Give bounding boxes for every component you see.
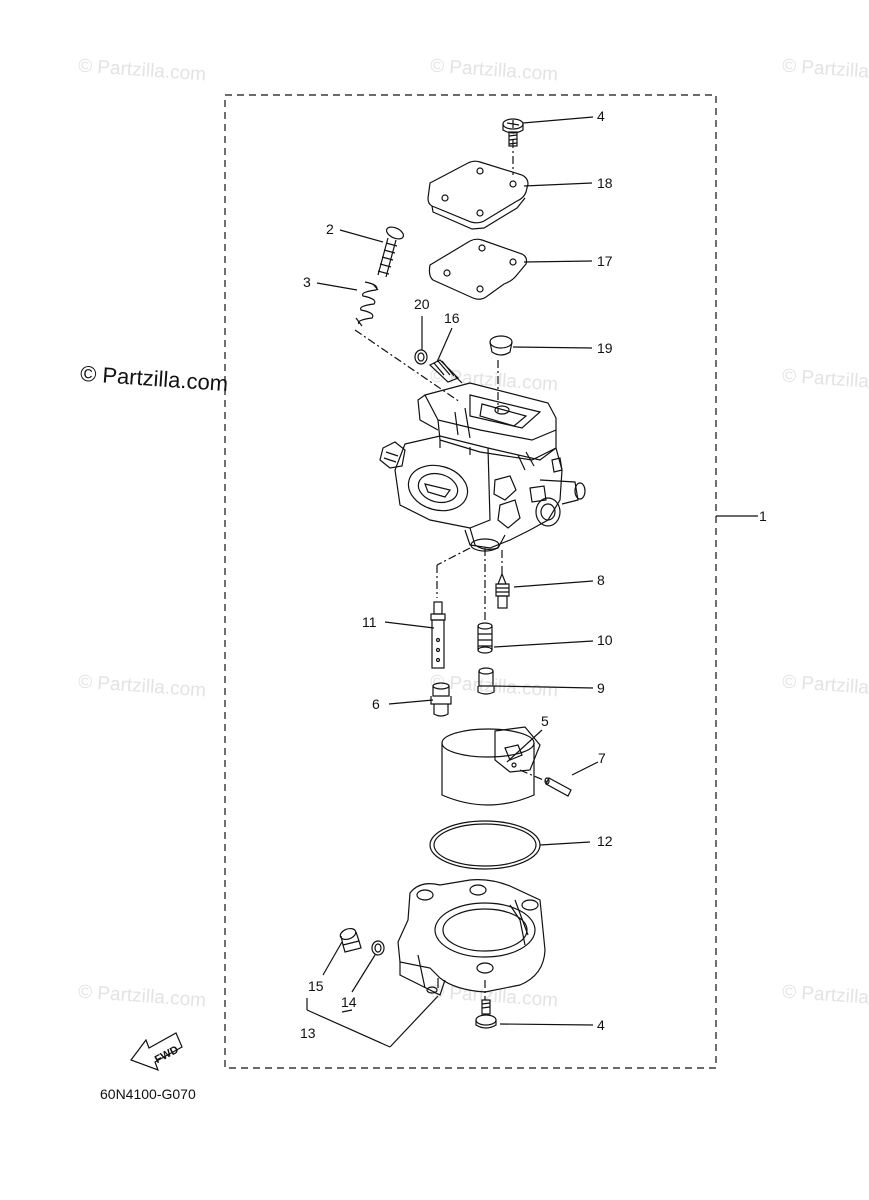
callout-14: 14 — [341, 994, 357, 1010]
screw-4-bottom — [475, 999, 497, 1029]
valve-8 — [495, 572, 510, 609]
callout-19: 19 — [597, 340, 613, 356]
callout-13: 13 — [300, 1025, 316, 1041]
plug-6 — [430, 682, 452, 717]
o-ring-20 — [414, 349, 428, 365]
callout-4-bottom: 4 — [597, 1017, 605, 1033]
main-jet-9 — [477, 667, 495, 695]
gasket-17 — [428, 238, 528, 300]
callout-5: 5 — [541, 713, 549, 729]
callout-11: 11 — [362, 614, 377, 630]
jet-10 — [477, 622, 493, 654]
callout-12: 12 — [597, 833, 613, 849]
callout-3: 3 — [303, 274, 311, 290]
callout-10: 10 — [597, 632, 613, 648]
callout-1: 1 — [759, 508, 767, 524]
callout-17: 17 — [597, 253, 613, 269]
pin-7 — [544, 777, 572, 797]
callout-9: 9 — [597, 680, 605, 696]
callout-4-top: 4 — [597, 108, 605, 124]
screw-15 — [339, 927, 362, 953]
callout-8: 8 — [597, 572, 605, 588]
o-ring-12 — [429, 820, 541, 870]
assembly-boundary — [224, 94, 717, 1069]
needle-16 — [428, 359, 463, 384]
callout-18: 18 — [597, 175, 613, 191]
carburetor-body — [379, 382, 586, 552]
spring-3 — [355, 281, 379, 327]
callout-15: 15 — [308, 978, 324, 994]
emulsion-tube-11 — [430, 601, 446, 669]
callout-6: 6 — [372, 696, 380, 712]
callout-16: 16 — [444, 310, 460, 326]
fwd-label: FWD — [153, 1044, 181, 1066]
callout-7: 7 — [598, 750, 606, 766]
diagram-part-code: 60N4100-G070 — [100, 1086, 196, 1102]
callout-2: 2 — [326, 221, 334, 237]
screw-2 — [377, 226, 405, 278]
plug-19 — [489, 335, 513, 356]
cover-plate-18 — [427, 160, 529, 230]
washer-14 — [371, 940, 385, 956]
callout-20: 20 — [414, 296, 430, 312]
float-5 — [441, 726, 541, 806]
float-chamber — [397, 879, 546, 996]
fwd-arrow-icon — [130, 1032, 183, 1072]
screw-4-top — [502, 118, 524, 147]
